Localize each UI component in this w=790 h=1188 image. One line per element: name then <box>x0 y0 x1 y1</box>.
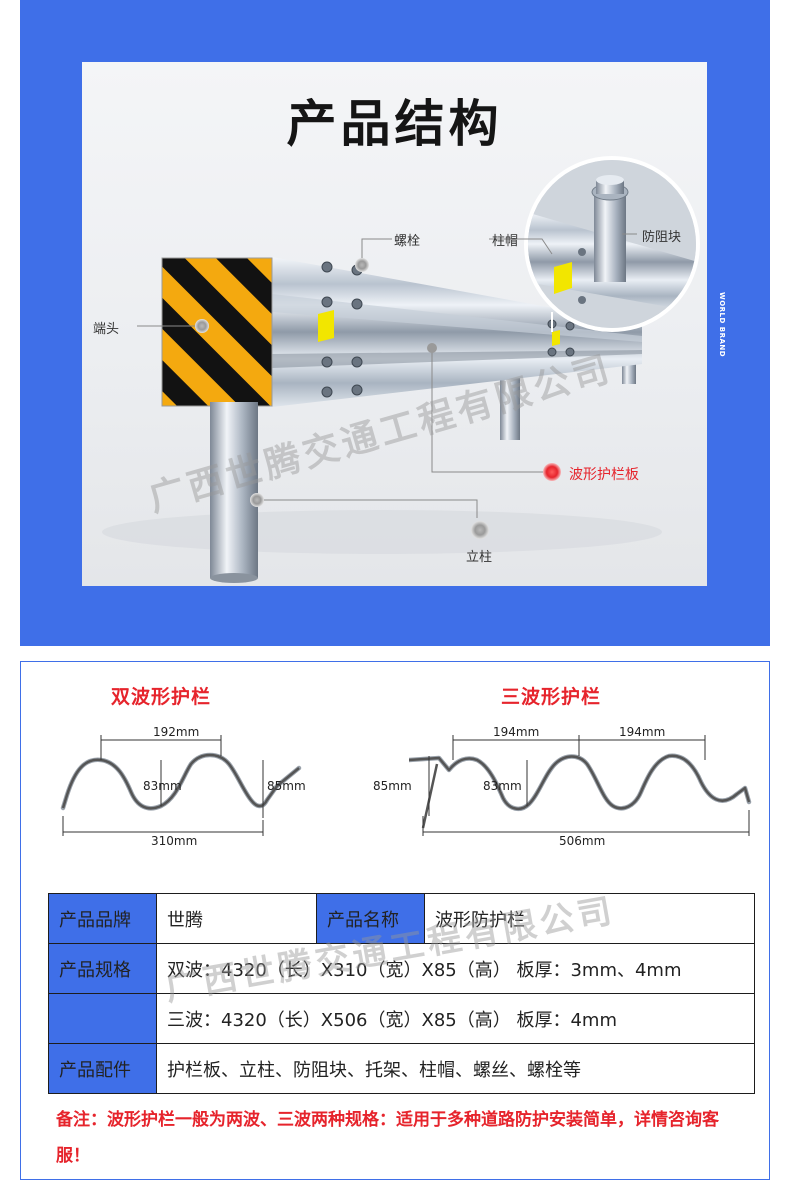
rear-post <box>500 360 520 440</box>
brand-value: 世腾 <box>156 893 317 944</box>
spec-label: 产品规格 <box>48 943 157 994</box>
double-total-width: 310mm <box>151 834 198 848</box>
brand-label: 产品品牌 <box>48 893 157 944</box>
parts-label: 产品配件 <box>48 1043 157 1094</box>
table-row: 三波：4320（长）X506（宽）X85（高） 板厚：4mm <box>48 993 755 1044</box>
spec-table: 产品品牌 世腾 产品名称 波形防护栏 产品规格 双波：4320（长）X310（宽… <box>48 893 755 1094</box>
label-end-head: 端头 <box>93 322 120 337</box>
name-label: 产品名称 <box>316 893 425 944</box>
end-head <box>161 257 273 407</box>
double-outer-height: 85mm <box>267 779 306 793</box>
double-wave-title: 双波形护栏 <box>111 686 212 708</box>
label-post-cap: 柱帽 <box>492 234 519 249</box>
page-title: 产品结构 <box>286 95 503 153</box>
label-block: 防阻块 <box>642 230 682 245</box>
label-bolt: 螺栓 <box>394 234 421 249</box>
spec-label-empty <box>48 993 157 1044</box>
detail-inset <box>524 156 700 332</box>
guardrail-illustration <box>102 156 700 583</box>
brand-vertical-text: WORLD BRAND <box>718 292 726 358</box>
triple-inner-height: 83mm <box>483 779 522 793</box>
label-wave-plate: 波形护栏板 <box>569 467 639 483</box>
wave-plate-marker <box>543 463 561 481</box>
structure-photo: 产品结构 螺栓 柱帽 防阻块 端头 波形护栏板 立柱 广西世腾交通工程有限公司 <box>82 62 707 586</box>
triple-wave-title: 三波形护栏 <box>501 686 602 708</box>
spec-double: 双波：4320（长）X310（宽）X85（高） 板厚：3mm、4mm <box>156 943 755 994</box>
triple-top-width-1: 194mm <box>493 725 540 739</box>
double-top-width: 192mm <box>153 725 200 739</box>
label-post: 立柱 <box>466 550 493 565</box>
triple-wave-profile <box>409 735 752 836</box>
reflector <box>318 310 334 342</box>
triple-outer-height: 85mm <box>373 779 412 793</box>
table-row: 产品规格 双波：4320（长）X310（宽）X85（高） 板厚：3mm、4mm <box>48 943 755 994</box>
parts-value: 护栏板、立柱、防阻块、托架、柱帽、螺丝、螺栓等 <box>156 1043 755 1094</box>
wave-beam <box>272 257 642 407</box>
spec-section: 双波形护栏 三波形护栏 192mm 83mm 85mm 310mm <box>20 661 770 1180</box>
front-post <box>210 402 258 578</box>
table-row: 产品配件 护栏板、立柱、防阻块、托架、柱帽、螺丝、螺栓等 <box>48 1043 755 1094</box>
product-structure-panel: 产品结构 螺栓 柱帽 防阻块 端头 波形护栏板 立柱 广西世腾交通工程有限公司 … <box>20 0 770 646</box>
note-text: 备注：波形护栏一般为两波、三波两种规格：适用于多种道路防护安装简单，详情咨询客服… <box>56 1110 719 1166</box>
spec-triple: 三波：4320（长）X506（宽）X85（高） 板厚：4mm <box>156 993 755 1044</box>
triple-total-width: 506mm <box>559 834 606 848</box>
post-marker <box>471 521 489 539</box>
triple-top-width-2: 194mm <box>619 725 666 739</box>
double-wave-profile <box>60 735 302 836</box>
double-inner-height: 83mm <box>143 779 182 793</box>
